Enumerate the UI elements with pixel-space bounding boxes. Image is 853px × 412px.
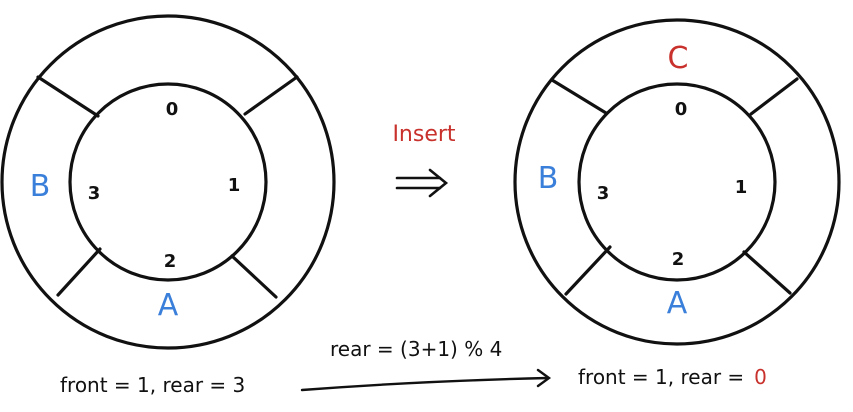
state-before: front = 1, rear = 3	[60, 373, 245, 397]
slot-element-c: C	[668, 41, 689, 76]
index-label-3: 3	[597, 183, 610, 204]
long-arrow-icon	[300, 368, 552, 392]
state-after-prefix: front = 1, rear =	[578, 365, 744, 389]
index-label-1: 1	[735, 177, 748, 198]
slot-divider	[742, 250, 792, 295]
slot-element-b: B	[30, 169, 51, 204]
slot-element-a: A	[158, 288, 179, 323]
index-label-2: 2	[164, 251, 177, 272]
index-label-1: 1	[228, 175, 241, 196]
slot-divider	[564, 245, 612, 296]
slot-element-a: A	[667, 286, 688, 321]
outer-circle	[0, 14, 336, 350]
slot-element-b: B	[538, 161, 559, 196]
index-label-3: 3	[88, 183, 101, 204]
slot-divider	[230, 254, 278, 299]
index-label-0: 0	[675, 99, 688, 120]
slot-divider	[56, 247, 102, 297]
queue-ring-before: 0 1 2 3 A B	[0, 14, 336, 350]
slot-divider	[36, 75, 100, 118]
state-after: front = 1, rear = 0	[578, 365, 767, 389]
queue-ring-after: 0 1 2 3 C A B	[513, 18, 841, 346]
slot-divider	[243, 75, 299, 116]
rear-formula: rear = (3+1) % 4	[330, 337, 502, 361]
operation-group: Insert	[392, 122, 456, 198]
inner-circle	[68, 82, 268, 282]
outer-circle	[513, 18, 841, 346]
inner-circle	[577, 82, 777, 282]
operation-label: Insert	[392, 122, 455, 147]
slot-divider	[749, 77, 799, 116]
slot-divider	[550, 78, 608, 115]
double-arrow-icon	[395, 168, 449, 198]
index-label-2: 2	[672, 249, 685, 270]
state-after-rear-value: 0	[754, 365, 767, 389]
index-label-0: 0	[166, 99, 179, 120]
